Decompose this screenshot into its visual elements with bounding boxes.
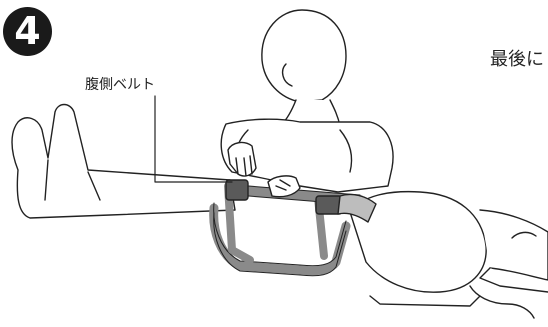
step-number-text: 4 (14, 9, 41, 53)
abdominal-belt (209, 179, 377, 277)
callout-leader-line (154, 95, 233, 183)
instruction-caption: 最後に (490, 49, 544, 70)
step-number-badge: 4 (3, 7, 52, 56)
abdominal-belt-label: 腹側ベルト (85, 77, 155, 93)
caregiver-hands (227, 141, 301, 198)
patient-torso (369, 209, 548, 319)
caregiver (220, 9, 394, 193)
patient-legs (11, 103, 236, 219)
patient-hips (349, 190, 487, 293)
